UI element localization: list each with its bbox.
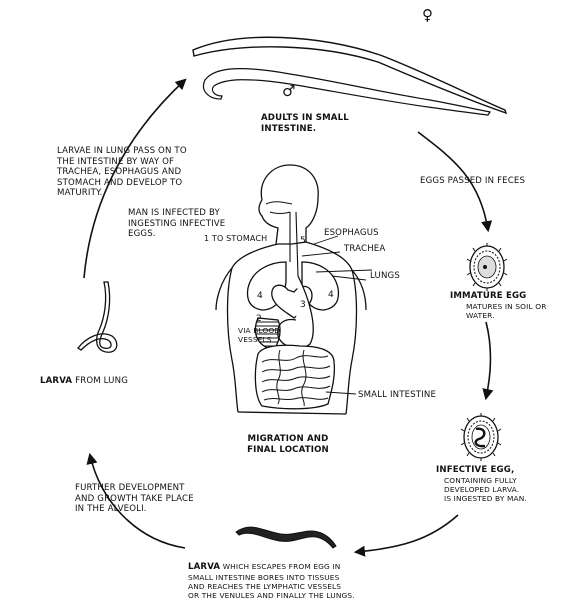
- number-5: 5: [300, 236, 306, 246]
- larva-escape-text: LARVA WHICH ESCAPES FROM EGG IN: [188, 562, 340, 573]
- arrow-adults-to-immature-egg: [417, 131, 493, 233]
- larva-from-lung-detail: FROM LUNG: [72, 376, 129, 386]
- female-symbol: ♀: [422, 6, 434, 24]
- immature-egg-icon: [466, 243, 508, 291]
- infective-egg-title: INFECTIVE EGG,: [436, 465, 515, 475]
- larva-from-lung-label: LARVA FROM LUNG: [40, 376, 128, 387]
- arrow-alveoli-to-larva-from-lung: [86, 452, 186, 549]
- number-4-right: 4: [328, 290, 334, 300]
- number-2: 2: [256, 314, 262, 324]
- larva-from-lung-title: LARVA: [40, 376, 73, 386]
- to-stomach-label: 1 TO STOMACH: [204, 234, 268, 243]
- infective-egg-icon: [460, 413, 502, 461]
- female-worm: [192, 36, 508, 115]
- trachea-label: TRACHEA: [344, 244, 386, 254]
- arrow-immature-to-infective-egg: [482, 321, 494, 401]
- arrow-lung-to-adults: [83, 78, 187, 279]
- small-intestine-label: SMALL INTESTINE: [358, 390, 437, 400]
- infective-egg-detail: CONTAINING FULLY DEVELOPED LARVA. IS ING…: [444, 476, 527, 503]
- alveoli-label: FURTHER DEVELOPMENT AND GROWTH TAKE PLAC…: [75, 483, 194, 514]
- human-figure: [215, 164, 373, 415]
- eggs-passed-label: EGGS PASSED IN FECES: [420, 176, 526, 186]
- infected-note: MAN IS INFECTED BY INGESTING INFECTIVE E…: [128, 208, 226, 239]
- adults-label: ADULTS IN SMALL INTESTINE.: [261, 113, 349, 134]
- esophagus-label: ESOPHAGUS: [324, 228, 379, 238]
- larva-escape-detail-first: WHICH ESCAPES FROM EGG IN: [220, 562, 341, 571]
- larva-escaping-icon: [235, 526, 337, 549]
- arrow-infective-egg-to-larva: [353, 514, 459, 557]
- cycle-arrows: [83, 78, 494, 557]
- migration-title: MIGRATION AND FINAL LOCATION: [247, 434, 329, 455]
- immature-egg-title: IMMATURE EGG: [450, 291, 527, 301]
- male-symbol: ♂: [282, 82, 296, 100]
- adult-worms: [192, 36, 508, 116]
- number-4-left: 4: [257, 291, 263, 301]
- larva-escape-detail-rest: SMALL INTESTINE BORES INTO TISSUES AND R…: [188, 573, 355, 600]
- number-3: 3: [300, 300, 306, 310]
- larva-from-lung-icon: [77, 281, 118, 353]
- male-worm: [202, 68, 491, 116]
- lung-to-intestine-label: LARVAE IN LUNG PASS ON TO THE INTESTINE …: [57, 146, 187, 198]
- larva-escape-title: LARVA: [188, 562, 221, 572]
- via-blood-vessels-label: VIA BLOOD VESSELS: [238, 326, 281, 344]
- immature-egg-detail: MATURES IN SOIL OR WATER.: [466, 302, 547, 320]
- lungs-label: LUNGS: [370, 271, 400, 281]
